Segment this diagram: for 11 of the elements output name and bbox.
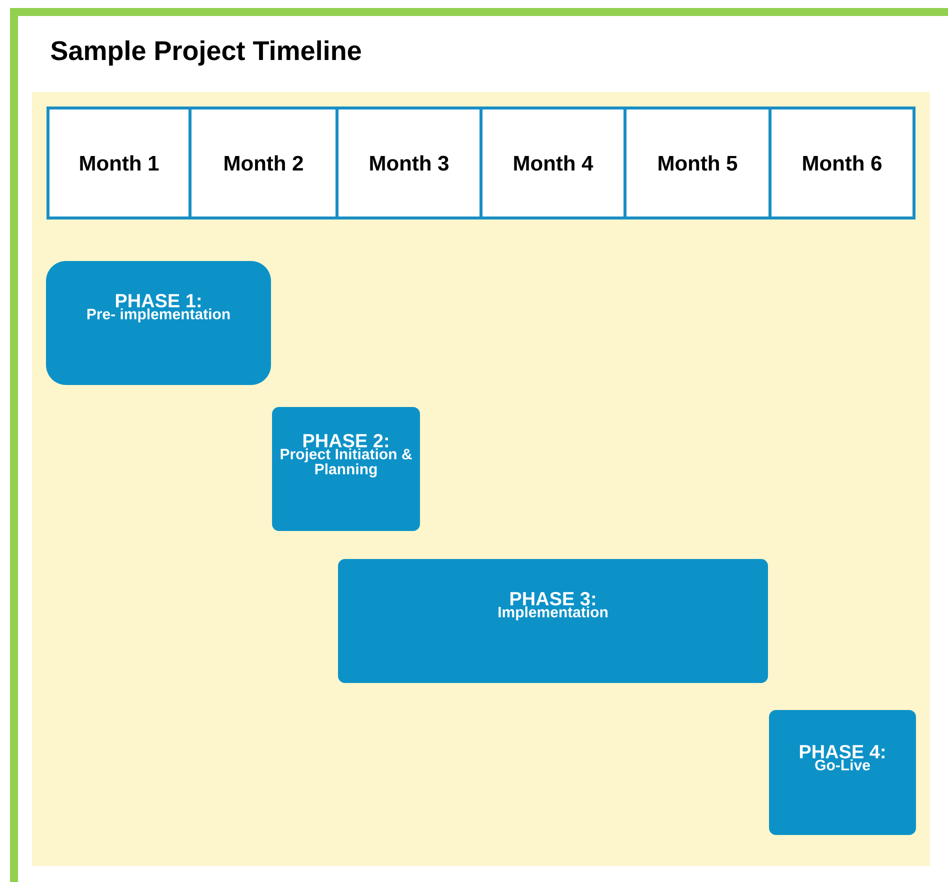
month-cell: Month 4 — [480, 106, 626, 220]
phase-box: PHASE 3: Implementation — [338, 558, 768, 683]
phase-box: PHASE 2: Project Initiation & Planning — [272, 406, 420, 531]
phase-box: PHASE 4: Go-Live — [769, 710, 916, 835]
month-cell: Month 1 — [46, 106, 192, 220]
month-cell: Month 2 — [188, 106, 338, 220]
month-cell: Month 6 — [768, 106, 916, 220]
month-cell: Month 3 — [336, 106, 482, 220]
month-cell: Month 5 — [624, 106, 772, 220]
title: Sample Project Timeline — [51, 40, 361, 66]
phase-box: PHASE 1: Pre- implementation — [46, 260, 271, 385]
